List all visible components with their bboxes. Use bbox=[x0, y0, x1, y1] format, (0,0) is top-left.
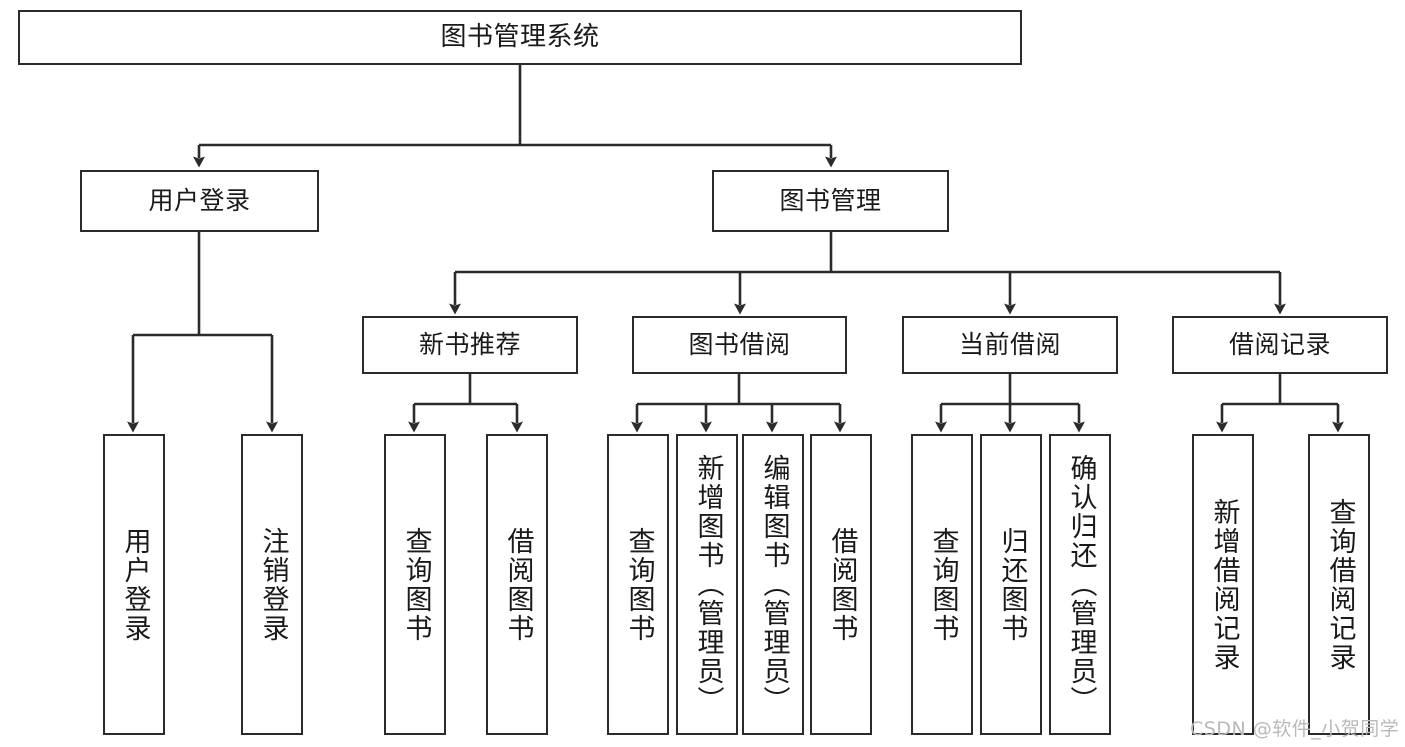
node-label: 查询图书 bbox=[623, 526, 655, 643]
leaf-user-logout[interactable]: 注销登录 bbox=[241, 434, 303, 735]
node-label: 查询图书 bbox=[400, 526, 432, 643]
node-label: 借阅图书 bbox=[502, 526, 534, 643]
leaf-user-login[interactable]: 用户登录 bbox=[103, 434, 165, 735]
node-label: 图书借阅 bbox=[688, 330, 791, 359]
node-label: 归还图书 bbox=[996, 526, 1028, 643]
leaf-records-query-record[interactable]: 查询借阅记录 bbox=[1308, 434, 1370, 735]
node-label: 编辑图书（管理员） bbox=[758, 454, 790, 715]
node-book-borrow[interactable]: 图书借阅 bbox=[632, 316, 847, 374]
node-label: 新增借阅记录 bbox=[1208, 497, 1240, 672]
node-borrow-records[interactable]: 借阅记录 bbox=[1172, 316, 1388, 374]
leaf-newbook-borrow-book[interactable]: 借阅图书 bbox=[486, 434, 548, 735]
node-label: 用户登录 bbox=[148, 186, 251, 215]
leaf-current-return-book[interactable]: 归还图书 bbox=[980, 434, 1042, 735]
node-label: 当前借阅 bbox=[958, 330, 1061, 359]
node-label: 图书管理系统 bbox=[440, 21, 600, 52]
leaf-borrow-add-book-admin[interactable]: 新增图书（管理员） bbox=[676, 434, 738, 735]
node-book-management[interactable]: 图书管理 bbox=[712, 170, 949, 232]
node-current-borrow[interactable]: 当前借阅 bbox=[902, 316, 1118, 374]
node-user-login[interactable]: 用户登录 bbox=[80, 170, 319, 232]
leaf-newbook-query-book[interactable]: 查询图书 bbox=[384, 434, 446, 735]
node-label: 新书推荐 bbox=[418, 330, 521, 359]
node-label: 新增图书（管理员） bbox=[692, 454, 724, 715]
node-label: 查询图书 bbox=[927, 526, 959, 643]
node-label: 借阅图书 bbox=[826, 526, 858, 643]
node-label: 确认归还（管理员） bbox=[1065, 454, 1097, 715]
leaf-borrow-edit-book-admin[interactable]: 编辑图书（管理员） bbox=[742, 434, 804, 735]
leaf-current-query-book[interactable]: 查询图书 bbox=[911, 434, 973, 735]
leaf-borrow-query-book[interactable]: 查询图书 bbox=[607, 434, 669, 735]
node-new-book-recommend[interactable]: 新书推荐 bbox=[362, 316, 578, 374]
watermark-text: CSDN @软件_小贺同学 bbox=[1190, 718, 1400, 740]
node-label: 图书管理 bbox=[779, 186, 882, 215]
node-label: 用户登录 bbox=[119, 526, 151, 643]
node-label: 注销登录 bbox=[257, 526, 289, 643]
leaf-records-add-record[interactable]: 新增借阅记录 bbox=[1192, 434, 1254, 735]
leaf-borrow-borrow-book[interactable]: 借阅图书 bbox=[810, 434, 872, 735]
node-label: 借阅记录 bbox=[1228, 330, 1331, 359]
leaf-current-confirm-return-admin[interactable]: 确认归还（管理员） bbox=[1049, 434, 1111, 735]
node-root-system[interactable]: 图书管理系统 bbox=[18, 10, 1022, 65]
node-label: 查询借阅记录 bbox=[1324, 497, 1356, 672]
